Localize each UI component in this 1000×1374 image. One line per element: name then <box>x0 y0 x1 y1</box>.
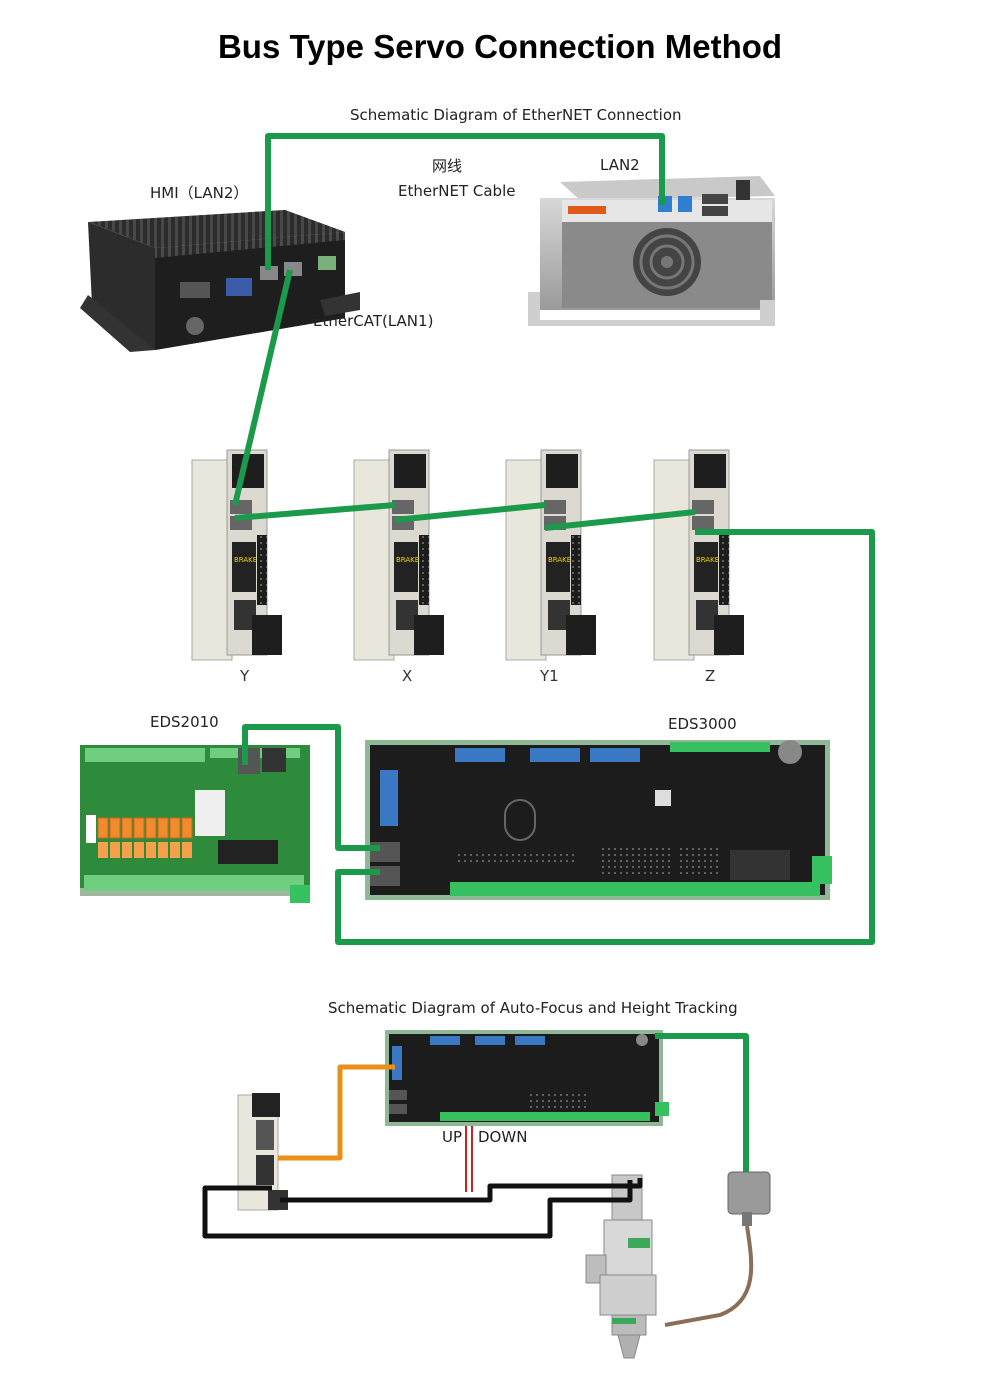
sensor-cable <box>655 1033 749 1172</box>
servo-label-y: Y <box>240 667 250 685</box>
servo-drives: BRAKE BRAKE BRAKE BRAKE <box>191 449 744 661</box>
laser-cutting-head <box>585 1174 657 1359</box>
hdmi-port-icon <box>180 282 210 298</box>
motor-cable <box>202 1180 633 1239</box>
servo-label-y1: Y1 <box>540 667 559 685</box>
hmi-label: HMI（LAN2） <box>150 184 249 202</box>
lan2-label: LAN2 <box>600 156 640 174</box>
eds3000-label: EDS3000 <box>668 715 737 733</box>
vga-port-icon <box>226 278 252 296</box>
brake-label: BRAKE <box>396 556 419 564</box>
brand-stripe <box>568 206 606 214</box>
ethercat-cable-y1-to-z <box>544 509 696 531</box>
ethernet-heading: Schematic Diagram of EtherNET Connection <box>350 106 682 124</box>
eds2010-label: EDS2010 <box>150 713 219 731</box>
cable-label-cn: 网线 <box>432 157 463 175</box>
page-title: Bus Type Servo Connection Method <box>217 28 783 65</box>
ethernet-cable <box>265 133 665 270</box>
signal-cable <box>278 1064 395 1161</box>
servo-label-z: Z <box>705 667 716 685</box>
autofocus-servo-drive <box>237 1093 288 1211</box>
servo-drive-z: BRAKE <box>653 449 744 661</box>
brake-label: BRAKE <box>548 556 571 564</box>
eds2010-board <box>80 745 310 903</box>
industrial-pc <box>528 176 775 326</box>
ethercat-label: EtherCAT(LAN1) <box>313 312 434 330</box>
ethercat-cable-x-to-y1 <box>394 502 546 523</box>
eds3000-board <box>365 740 832 900</box>
brake-label: BRAKE <box>696 556 719 564</box>
up-label: UP <box>442 1128 463 1146</box>
autofocus-board <box>385 1030 669 1126</box>
ethercat-cable-z-to-eds3000 <box>335 529 875 945</box>
servo-drive-y: BRAKE <box>191 449 282 661</box>
round-connector-icon <box>778 740 802 764</box>
power-button-icon <box>186 317 204 335</box>
down-label: DOWN <box>478 1128 528 1146</box>
db-connector-icon <box>455 748 505 762</box>
servo-label-x: X <box>402 667 413 685</box>
servo-drive-y1: BRAKE <box>505 449 596 661</box>
hmi-device <box>80 210 360 352</box>
lan-port-icon <box>260 266 278 280</box>
cables <box>202 133 875 1239</box>
cable-label-en: EtherNET Cable <box>398 182 516 200</box>
height-sensor-amplifier <box>664 1171 771 1327</box>
eds2010-lan-port-icon <box>238 748 260 774</box>
servo-drive-x: BRAKE <box>353 449 444 661</box>
brake-label: BRAKE <box>234 556 257 564</box>
autofocus-heading: Schematic Diagram of Auto-Focus and Heig… <box>328 999 738 1017</box>
ethercat-cable-hmi-to-y <box>232 269 293 506</box>
ethercat-cable-eds2010-to-eds3000 <box>242 724 380 851</box>
ethercat-cable-y-to-x <box>234 502 396 521</box>
